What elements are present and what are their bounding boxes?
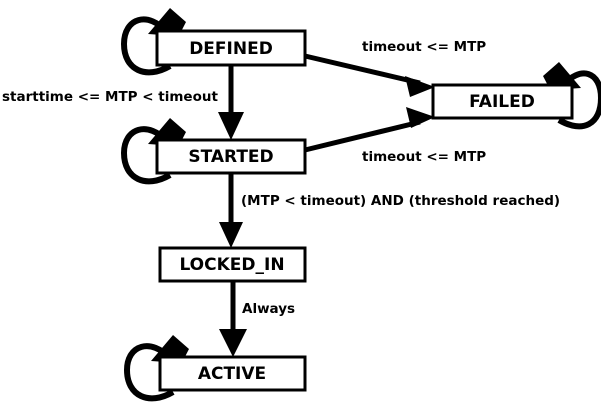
state-started-box[interactable] — [155, 138, 307, 175]
state-started[interactable]: STARTED — [155, 138, 307, 175]
state-failed[interactable]: FAILED — [431, 83, 574, 120]
transition-started-to-failed — [304, 107, 435, 153]
state-locked-in[interactable]: LOCKED_IN — [158, 246, 307, 283]
state-active[interactable]: ACTIVE — [158, 355, 307, 392]
state-failed-label: FAILED — [469, 92, 535, 112]
edge-label-started-to-failed: timeout <= MTP — [362, 149, 486, 165]
state-locked-in-box[interactable] — [158, 246, 307, 283]
state-defined[interactable]: DEFINED — [155, 29, 307, 67]
transition-locked-in-to-active — [219, 281, 247, 357]
state-started-label: STARTED — [188, 147, 273, 167]
edge-label-started-to-locked-in: (MTP < timeout) AND (threshold reached) — [241, 193, 560, 209]
transition-started-to-locked-in — [219, 173, 243, 248]
state-failed-box[interactable] — [431, 83, 574, 120]
started-to-failed-arrowhead — [406, 107, 435, 128]
edge-label-defined-to-started: starttime <= MTP < timeout — [2, 89, 218, 105]
state-locked-in-label: LOCKED_IN — [179, 255, 284, 275]
locked-in-to-active-arrowhead — [219, 329, 247, 357]
started-to-locked-in-arrowhead — [219, 222, 243, 248]
transition-defined-to-failed — [304, 53, 435, 97]
edge-label-locked-in-to-active: Always — [242, 301, 295, 317]
state-defined-box[interactable] — [155, 29, 307, 67]
state-active-label: ACTIVE — [198, 364, 266, 384]
defined-to-failed-arrowhead — [405, 76, 435, 97]
state-defined-label: DEFINED — [189, 39, 273, 59]
state-active-box[interactable] — [158, 355, 307, 392]
edge-label-defined-to-failed: timeout <= MTP — [362, 39, 486, 55]
transition-defined-to-started — [218, 65, 244, 140]
defined-to-started-arrowhead — [218, 112, 244, 140]
